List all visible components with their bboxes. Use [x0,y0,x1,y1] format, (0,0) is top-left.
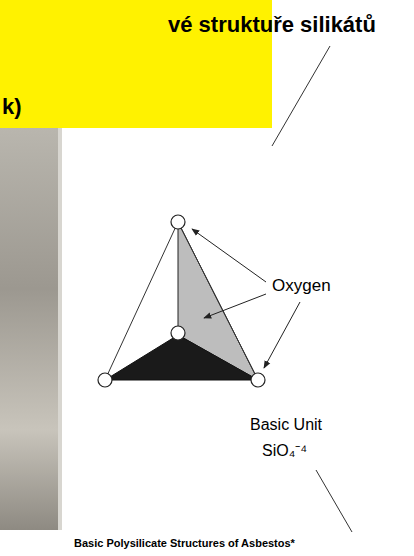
leader-arrow [204,294,266,318]
leader-arrow [264,302,300,368]
oxygen-atom [171,326,185,340]
pointer-line [272,46,330,146]
slide-title: vé struktuře silikátů [168,12,376,37]
figure-caption: Basic Polysilicate Structures of Asbesto… [74,537,295,550]
leader-arrow [192,229,266,282]
asbestos-photo [0,128,58,530]
unit-label: Basic Unit [250,416,322,434]
edge-line [178,222,258,380]
pointer-line [316,470,352,532]
formula-label: SiO₄⁻⁴ [262,442,307,460]
oxygen-atom [98,373,112,387]
photo-edge [58,128,62,530]
dark-face [105,335,258,380]
slide-text: k) [2,94,22,119]
part-label: Oxygen [272,276,331,296]
oxygen-atom [251,373,265,387]
edge-line [105,222,178,380]
oxygen-atom [171,215,185,229]
